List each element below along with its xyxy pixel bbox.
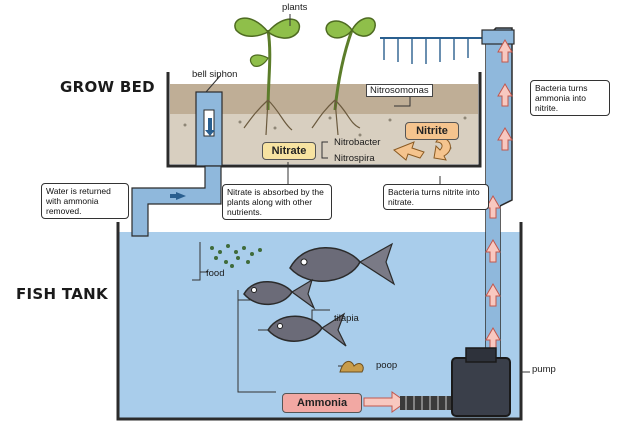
tilapia-label: tilapia <box>334 313 359 324</box>
note-bacteria-ammonia-to-nitrite: Bacteria turns ammonia into nitrite. <box>530 80 610 116</box>
grow-bed-title: GROW BED <box>60 78 155 96</box>
note-bacteria-nitrite-to-nitrate: Bacteria turns nitrite into nitrate. <box>383 184 489 210</box>
return-pipe <box>131 91 223 237</box>
fish-small <box>267 312 347 347</box>
cycle-arrows <box>393 135 451 161</box>
plants-label: plants <box>282 2 308 13</box>
food-pellets <box>210 244 262 268</box>
ammonia-flow-arrow <box>363 391 407 413</box>
fish-tank-title: FISH TANK <box>16 285 108 303</box>
note-nitrate-absorbed: Nitrate is absorbed by the plants along … <box>222 184 332 220</box>
pump-illustration <box>400 347 511 417</box>
nitrospira-label: Nitrospira <box>334 153 375 164</box>
plants-illustration <box>234 17 376 136</box>
nitrite-pill: Nitrite <box>405 122 459 140</box>
water-spray <box>380 37 484 64</box>
food-label: food <box>206 268 225 279</box>
bell-siphon-label: bell siphon <box>192 69 238 80</box>
fish-medium <box>243 278 316 310</box>
fish-tank-outline <box>116 222 523 421</box>
poop-illustration <box>339 361 364 373</box>
poop-label: poop <box>376 360 398 371</box>
ammonia-pill: Ammonia <box>282 393 362 413</box>
nitrosomonas-label: Nitrosomonas <box>366 84 433 97</box>
pump-label: pump <box>532 364 556 375</box>
flow-arrows-up <box>485 39 513 351</box>
nitrate-pill: Nitrate <box>262 142 316 160</box>
nitrobacter-label: Nitrobacter <box>334 137 381 148</box>
note-water-returned: Water is returned with ammonia removed. <box>41 183 129 219</box>
